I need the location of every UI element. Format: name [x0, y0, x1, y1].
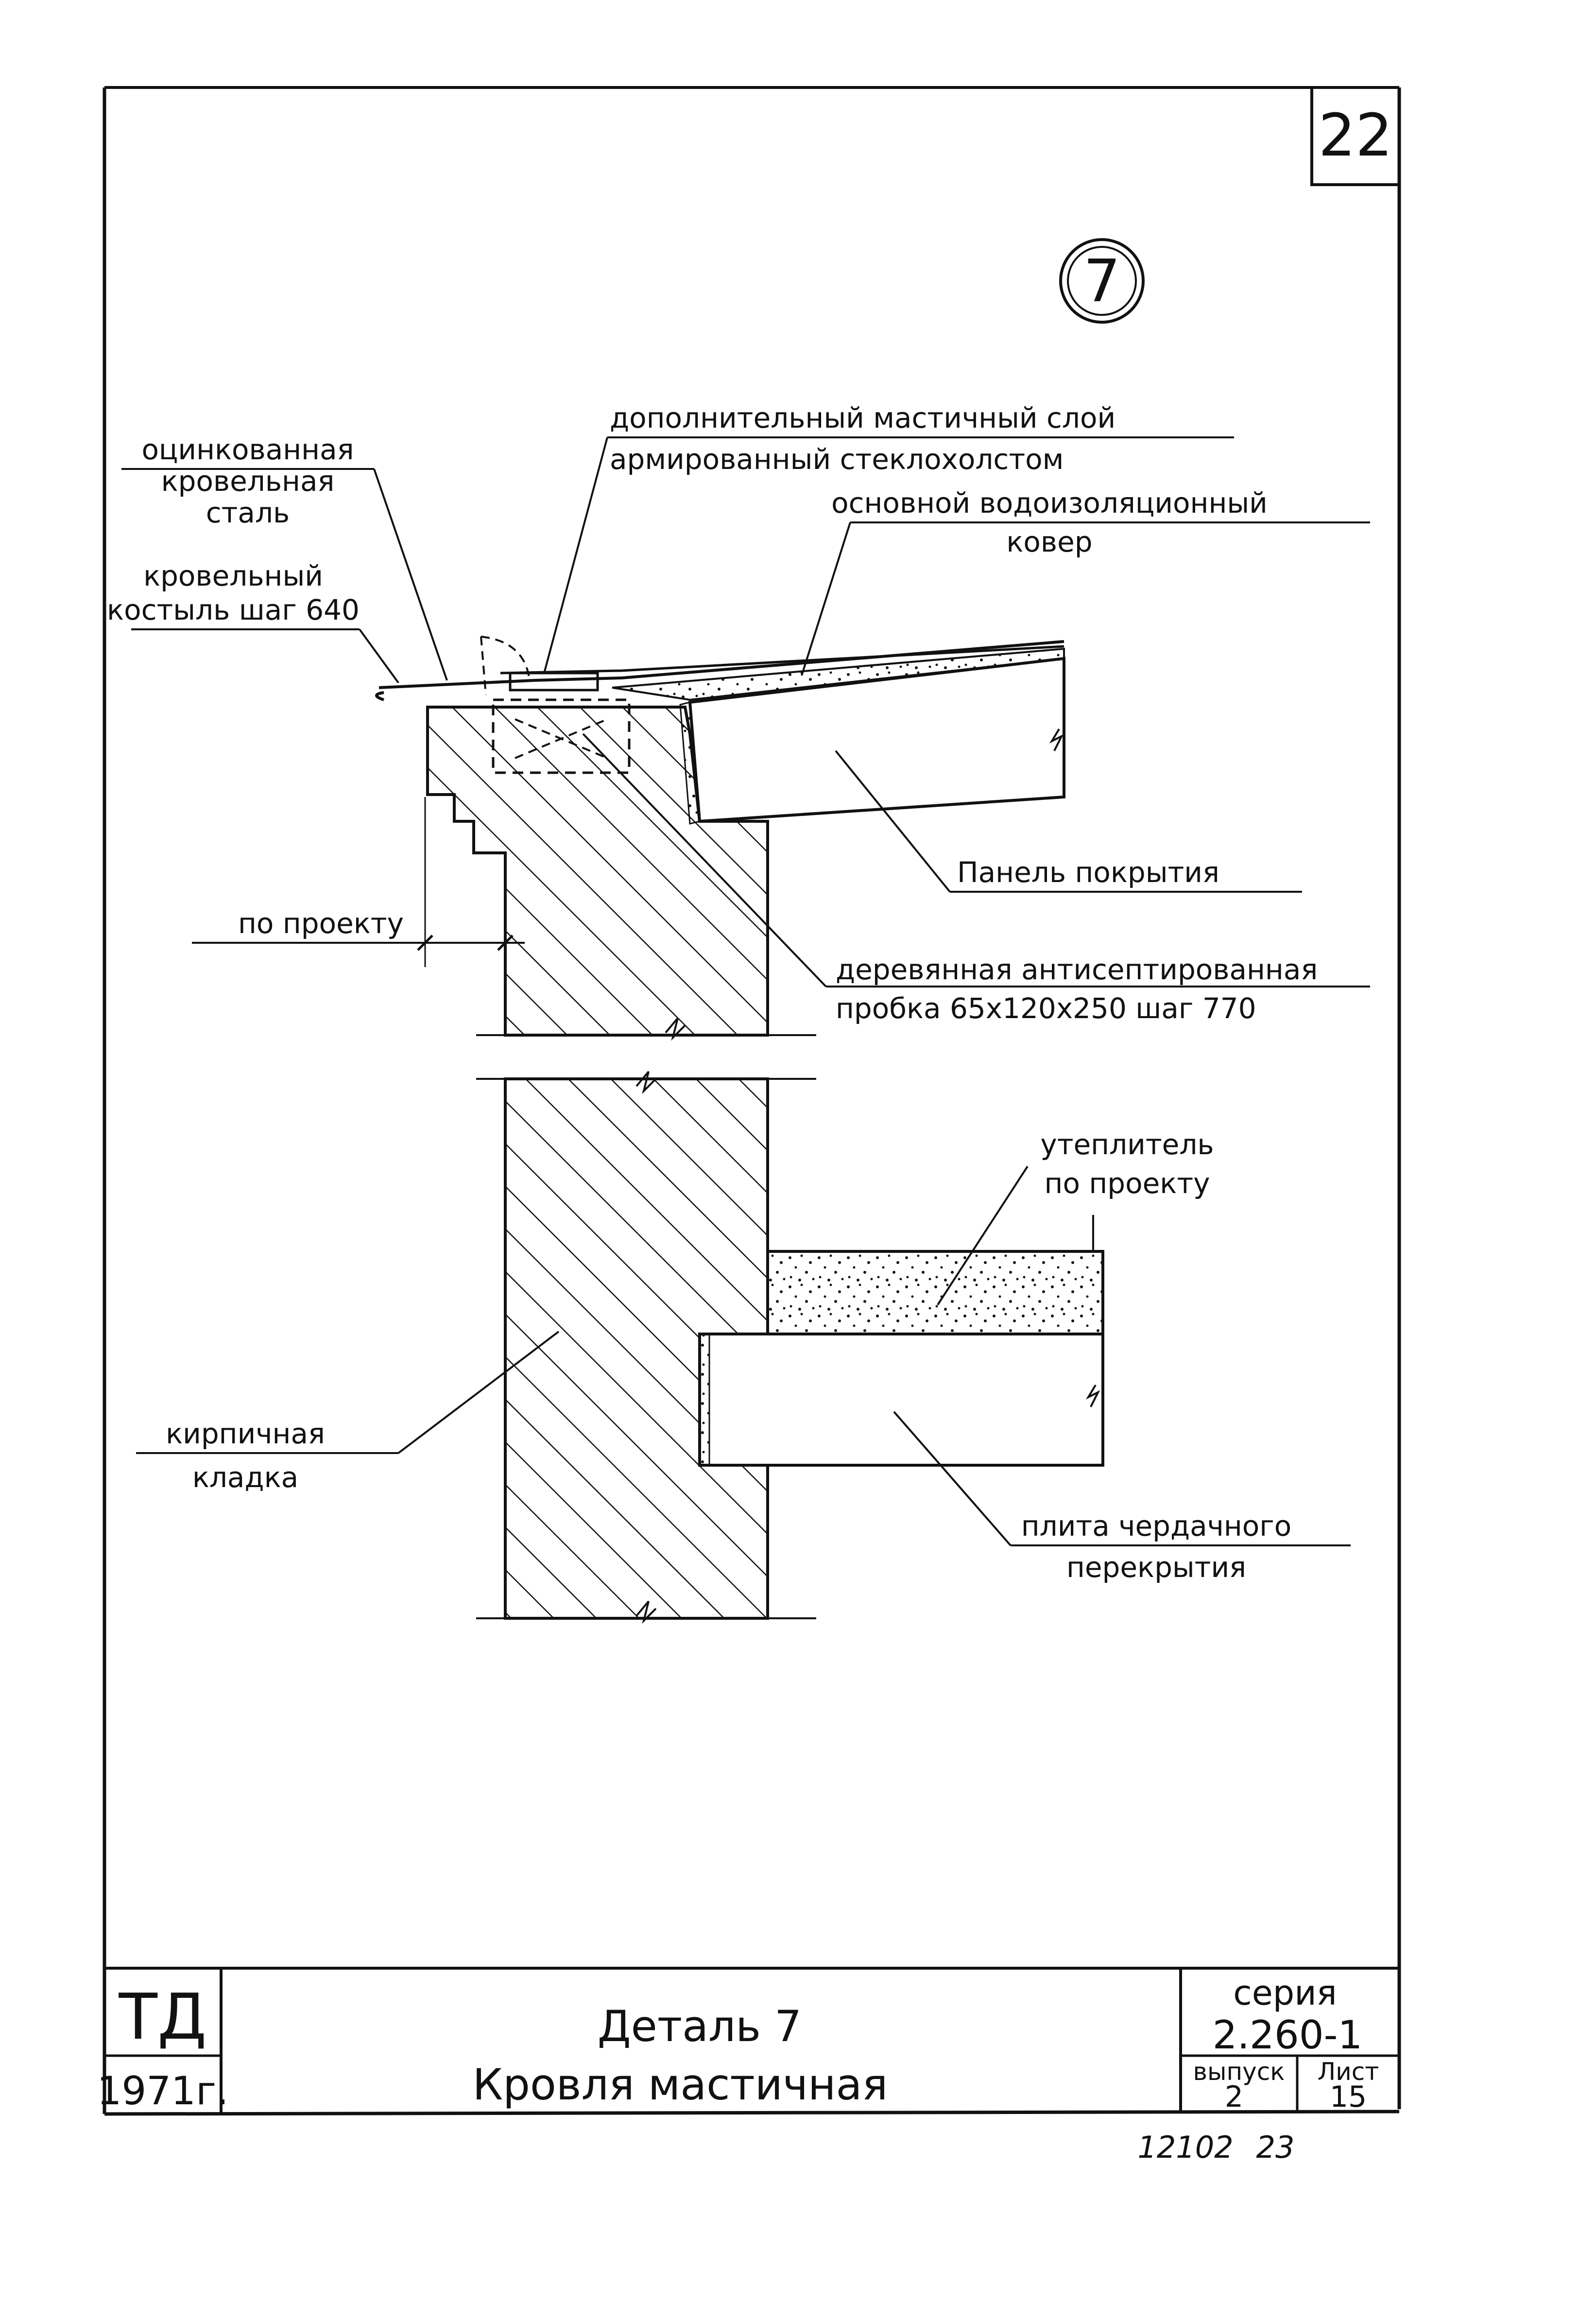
detail-marker: 7	[1059, 238, 1145, 324]
issue-label: выпуск	[1193, 2058, 1285, 2086]
issue-value: 2	[1225, 2080, 1243, 2114]
detail-title: Деталь 7	[598, 2001, 802, 2051]
org-mark: ТД	[119, 1980, 207, 2054]
wall-lower	[476, 1071, 816, 1624]
callout-attic-slab: плита чердачного перекрытия	[1021, 1509, 1292, 1584]
year: 1971г.	[97, 2068, 228, 2113]
detail-marker-number: 7	[1083, 248, 1120, 315]
sheet-label: Лист	[1318, 2058, 1379, 2086]
footer-code-right: 23	[1256, 2130, 1295, 2165]
callout-per-project: по проекту	[238, 907, 404, 940]
wall-break-mark-3	[635, 1600, 657, 1624]
callout-extra-layer: дополнительный мастичный слой армированн…	[610, 401, 1115, 476]
svg-text:ковер: ковер	[1006, 525, 1092, 558]
svg-text:кладка: кладка	[192, 1461, 298, 1494]
sheet-value: 15	[1330, 2080, 1367, 2114]
sheet-frame	[103, 86, 1401, 2116]
footer-code-left: 12102	[1137, 2130, 1233, 2165]
page-number-box: 22	[1310, 87, 1399, 186]
callout-brickwork: кирпичная кладка	[166, 1417, 325, 1494]
svg-text:по проекту: по проекту	[1045, 1167, 1210, 1200]
title-block: ТД 1971г. Деталь 7 Кровля мастичная сери…	[97, 1967, 1399, 2114]
callout-roof-panel: Панель покрытия	[957, 856, 1219, 889]
leader-lines	[121, 436, 1370, 1546]
svg-text:оцинкованная: оцинкованная	[141, 433, 354, 466]
svg-text:пробка 65х120х250 шаг 770: пробка 65х120х250 шаг 770	[836, 992, 1256, 1025]
callout-main-carpet: основной водоизоляционный ковер	[831, 486, 1268, 558]
svg-text:основной водоизоляционный: основной водоизоляционный	[831, 486, 1268, 520]
svg-text:армированный стеклохолстом: армированный стеклохолстом	[610, 443, 1064, 476]
series-label: серия	[1233, 1973, 1337, 2013]
wood-plug-cross	[515, 718, 608, 759]
svg-text:кровельный: кровельный	[143, 559, 323, 592]
roof-panel	[679, 657, 1065, 825]
svg-text:деревянная антисептированная: деревянная антисептированная	[836, 953, 1318, 986]
callout-wood-plug: деревянная антисептированная пробка 65х1…	[836, 953, 1318, 1025]
attic-slab	[698, 1333, 1104, 1467]
svg-text:утеплитель: утеплитель	[1040, 1128, 1214, 1161]
svg-text:сталь: сталь	[206, 496, 290, 529]
insulation	[766, 1250, 1104, 1335]
callout-crutch: кровельный костыль шаг 640	[107, 559, 360, 626]
svg-text:кирпичная: кирпичная	[166, 1417, 325, 1450]
callout-galvanized-steel: оцинкованная кровельная сталь	[141, 433, 354, 529]
detail-subtitle: Кровля мастичная	[473, 2060, 888, 2110]
svg-text:перекрытия: перекрытия	[1066, 1551, 1246, 1584]
dimension-per-project	[192, 797, 525, 967]
page-number: 22	[1319, 102, 1393, 170]
wall-break-mark-2	[635, 1071, 657, 1094]
series-value: 2.260-1	[1213, 2012, 1363, 2058]
wall-break-mark-1	[665, 1017, 686, 1041]
svg-text:плита чердачного: плита чердачного	[1021, 1509, 1292, 1542]
svg-text:кровельная: кровельная	[161, 465, 335, 498]
callout-insulation: утеплитель по проекту	[1040, 1128, 1214, 1200]
svg-text:дополнительный мастичный слой: дополнительный мастичный слой	[610, 401, 1115, 434]
svg-text:костыль шаг 640: костыль шаг 640	[107, 593, 360, 626]
crutch-hook	[480, 636, 531, 695]
